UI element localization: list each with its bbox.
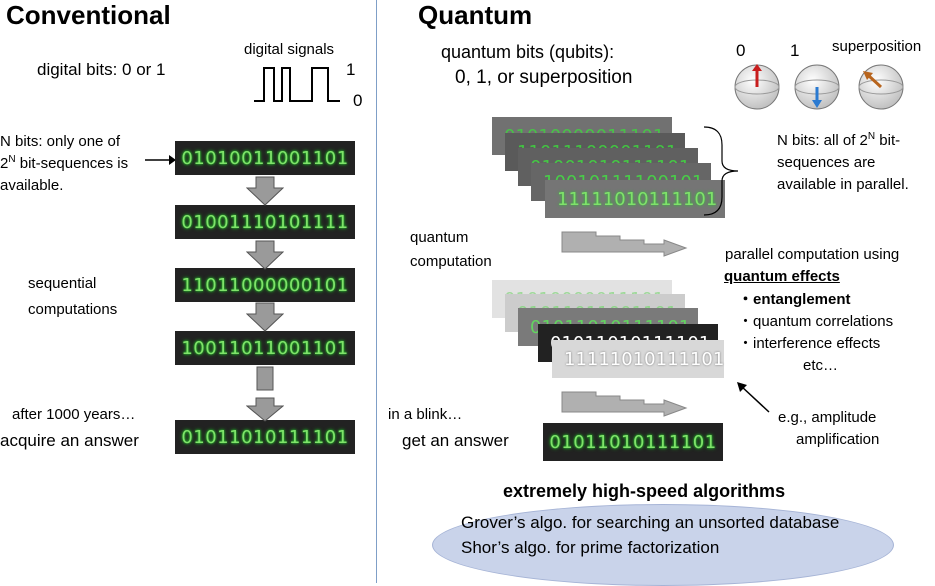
shor-algorithm-text: Shor’s algo. for prime factorization bbox=[461, 538, 720, 557]
computation-arrow-icon bbox=[561, 231, 688, 257]
classical-answer: 01011010111101 bbox=[175, 420, 355, 454]
signal-one-label: 1 bbox=[346, 60, 356, 79]
qubit-stack-top-5: 11111010111101 bbox=[545, 180, 725, 218]
nbits-all-line1: N bits: all of 2N bit- bbox=[777, 130, 909, 152]
sequential-line2: computations bbox=[28, 301, 118, 318]
quantum-title: Quantum bbox=[418, 0, 533, 30]
effect-entanglement: ・entanglement bbox=[738, 291, 851, 308]
down-arrow-icon bbox=[246, 176, 284, 206]
classical-sequence-4: 10011011001101 bbox=[175, 331, 355, 365]
superposition-label: superposition bbox=[832, 38, 922, 55]
quantum-effects-heading: quantum effects bbox=[724, 268, 840, 285]
parallel-computation-text: parallel computation using bbox=[725, 246, 900, 263]
classical-sequence-2: 01001110101111 bbox=[175, 205, 355, 239]
nbits-all-text: N bits: all of 2N bit- sequences are ava… bbox=[777, 130, 909, 196]
quantum-computation-line1: quantum bbox=[410, 229, 469, 246]
pointer-arrow-icon bbox=[737, 382, 770, 413]
in-a-blink-text: in a blink… bbox=[388, 406, 463, 423]
bit-sequences-text: bit-sequences is bbox=[15, 155, 129, 172]
quantum-computation-line2: computation bbox=[410, 253, 492, 270]
sequential-computations-text: sequential computations bbox=[28, 271, 117, 323]
qubit-one-label: 1 bbox=[790, 41, 800, 60]
classical-sequence-3: 11011000000101 bbox=[175, 268, 355, 302]
qubits-line1: quantum bits (qubits): bbox=[441, 42, 615, 62]
signal-zero-label: 0 bbox=[353, 91, 363, 110]
bloch-sphere-superposition-icon bbox=[858, 64, 904, 110]
down-arrow-icon bbox=[246, 240, 284, 270]
bloch-sphere-zero-icon bbox=[734, 64, 780, 110]
n-exponent: N bbox=[8, 154, 16, 165]
eg-amplification-text: amplification bbox=[796, 431, 880, 448]
long-down-arrow-icon bbox=[246, 366, 284, 422]
nbits-only-one-text: N bits: only one of 2N bit-sequences is … bbox=[0, 131, 128, 197]
digital-signals-label: digital signals bbox=[244, 41, 335, 58]
algorithms-title: extremely high-speed algorithms bbox=[503, 481, 786, 501]
effect-quantum-correlations: ・quantum correlations bbox=[738, 313, 894, 330]
qubit-zero-label: 0 bbox=[736, 41, 746, 60]
nbits-all-post: bit- bbox=[875, 132, 901, 149]
nbits-all-line2: sequences are bbox=[777, 154, 876, 171]
nbits-only-one-line3: available. bbox=[0, 177, 64, 194]
section-divider bbox=[376, 0, 377, 583]
answer-arrow-icon bbox=[561, 391, 688, 417]
quantum-computation-text: quantum computation bbox=[410, 226, 492, 274]
get-answer-text: get an answer bbox=[402, 431, 509, 450]
after-years-text: after 1000 years… bbox=[12, 406, 136, 423]
nbits-only-one-line1: N bits: only one of bbox=[0, 133, 121, 150]
nbits-only-one-line2: 2N bit-sequences is bbox=[0, 153, 128, 175]
eg-amplitude-text: e.g., amplitude bbox=[778, 409, 877, 426]
n-exponent-q: N bbox=[867, 131, 876, 142]
conventional-title: Conventional bbox=[6, 0, 171, 30]
quantum-answer: 01011010111101 bbox=[543, 423, 723, 461]
brace-icon bbox=[703, 126, 739, 216]
sequential-line1: sequential bbox=[28, 275, 97, 292]
pointer-arrow-icon bbox=[145, 155, 176, 165]
down-arrow-icon bbox=[246, 302, 284, 332]
effect-interference: ・interference effects bbox=[738, 335, 881, 352]
qubits-line2: 0, 1, or superposition bbox=[455, 67, 633, 88]
acquire-answer-text: acquire an answer bbox=[0, 431, 139, 450]
two-base: 2 bbox=[0, 155, 9, 172]
classical-sequence-1: 01010011001101 bbox=[175, 141, 355, 175]
nbits-all-line3: available in parallel. bbox=[777, 176, 909, 193]
etc-text: etc… bbox=[803, 357, 839, 374]
digital-bits-label: digital bits: 0 or 1 bbox=[37, 60, 166, 79]
bloch-sphere-one-icon bbox=[794, 64, 840, 110]
grover-algorithm-text: Grover’s algo. for searching an unsorted… bbox=[461, 513, 840, 532]
nbits-all-pre: N bits: all of 2 bbox=[777, 132, 868, 149]
qubit-stack-mid-5: 11111010111101 bbox=[552, 340, 724, 378]
digital-signal-waveform bbox=[254, 67, 340, 102]
